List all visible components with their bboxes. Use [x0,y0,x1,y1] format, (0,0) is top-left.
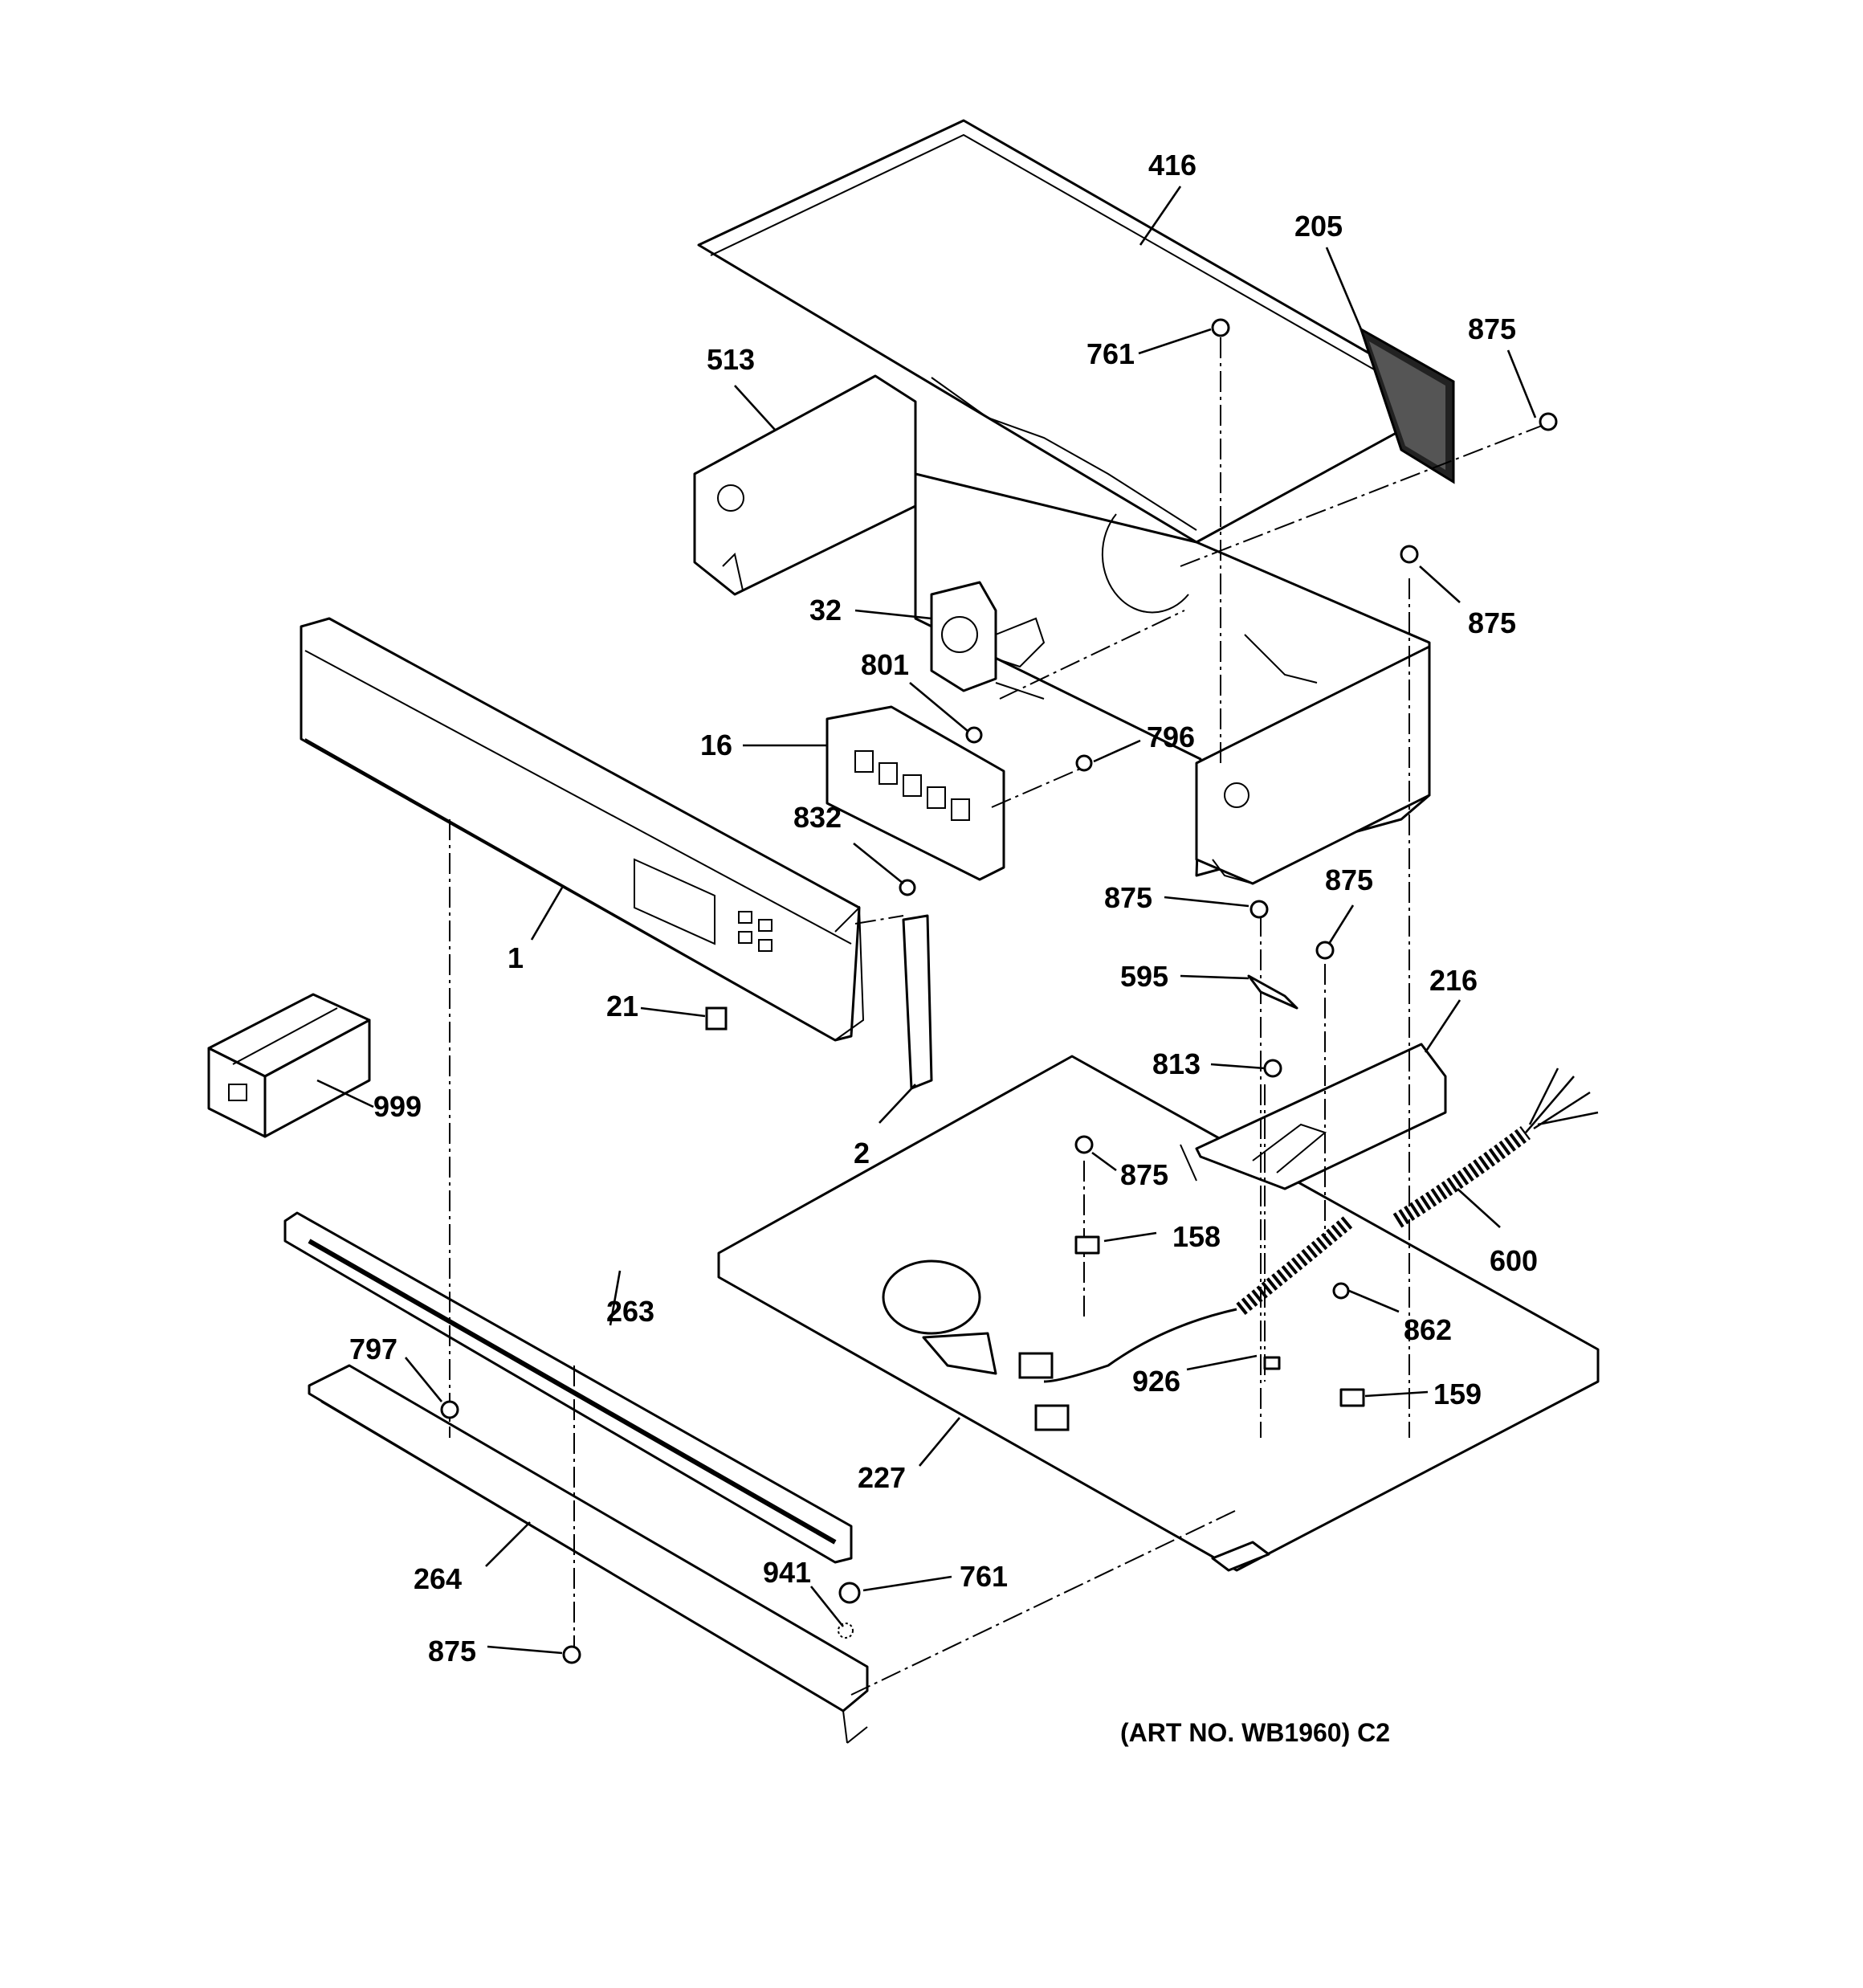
callout-263: 263 [606,1295,654,1328]
callout-875: 875 [1468,606,1516,639]
callout-875: 875 [428,1635,476,1668]
callout-595: 595 [1120,960,1168,993]
end-cap-part-2 [902,914,933,1090]
callout-227: 227 [858,1461,906,1494]
alignment-lines [449,337,1543,1696]
screw-icon [562,1645,581,1664]
callout-875: 875 [1104,881,1152,914]
callout-875: 875 [1325,863,1373,896]
leader-lines [316,186,1537,1655]
screw-icon [440,1400,459,1419]
callout-264: 264 [414,1562,462,1595]
thermostat-icon [1074,1235,1100,1255]
callout-205: 205 [1294,210,1343,243]
fan-motor-part-32 [930,581,1046,700]
control-board-relays [854,750,970,821]
screw-icon [965,726,983,744]
literature-box-part-999 [207,993,371,1138]
art-number-caption: (ART NO. WB1960) C2 [1120,1718,1390,1747]
screw-icon [1249,900,1269,919]
wire-harness-part-600 [1018,1067,1599,1431]
callout-159: 159 [1433,1378,1482,1410]
callout-600: 600 [1490,1244,1538,1277]
screw-icon [838,1582,861,1604]
switch-part-21 [705,1006,728,1031]
callout-158: 158 [1172,1220,1221,1253]
callout-796: 796 [1147,720,1195,753]
screw-icon [1263,1059,1282,1078]
clamp-icon [1247,974,1298,1010]
callout-16: 16 [700,729,732,761]
screw-icon [899,879,916,896]
callout-1: 1 [508,941,524,974]
vent-trim-part-263 [283,1211,853,1564]
screw-icon [1074,1135,1094,1154]
callout-416: 416 [1148,149,1196,182]
callout-2: 2 [854,1137,870,1170]
screw-icon [1211,318,1230,337]
vent-grille-part-205 [1359,326,1455,484]
screw-icon [1332,1282,1350,1300]
callout-862: 862 [1404,1313,1452,1346]
callout-832: 832 [793,801,842,834]
callout-513: 513 [707,343,755,376]
screw-icon [1315,941,1335,960]
bracket-part-216 [1180,1043,1447,1190]
control-panel-keypad [634,858,773,952]
callout-941: 941 [763,1556,811,1589]
fasteners [440,318,1558,1664]
callout-875: 875 [1120,1158,1168,1191]
callout-labels: 416 205 875 513 761 875 32 801 16 796 83… [349,149,1538,1668]
callout-801: 801 [861,648,909,681]
clip-icon [1263,1356,1281,1370]
callout-32: 32 [809,594,842,627]
callout-999: 999 [373,1090,422,1123]
control-panel-part-1 [300,617,865,1042]
callout-761: 761 [1086,337,1135,370]
callout-761: 761 [960,1560,1008,1593]
washer-icon [838,1623,854,1639]
thermostat-icon [1339,1388,1365,1407]
bottom-rail-part-264 [308,1364,869,1744]
bottom-panel-part-227 [717,1055,1600,1572]
callout-216: 216 [1429,964,1478,997]
callout-813: 813 [1152,1047,1201,1080]
screw-icon [1400,545,1419,564]
control-board-part-16 [826,705,1005,881]
callout-21: 21 [606,990,638,1023]
callout-797: 797 [349,1333,397,1365]
screw-icon [1539,412,1558,431]
side-panel-part-513 [693,374,917,596]
callout-875: 875 [1468,312,1516,345]
screw-icon [1075,754,1093,772]
right-side-panel [1195,645,1431,885]
callout-926: 926 [1132,1365,1180,1398]
